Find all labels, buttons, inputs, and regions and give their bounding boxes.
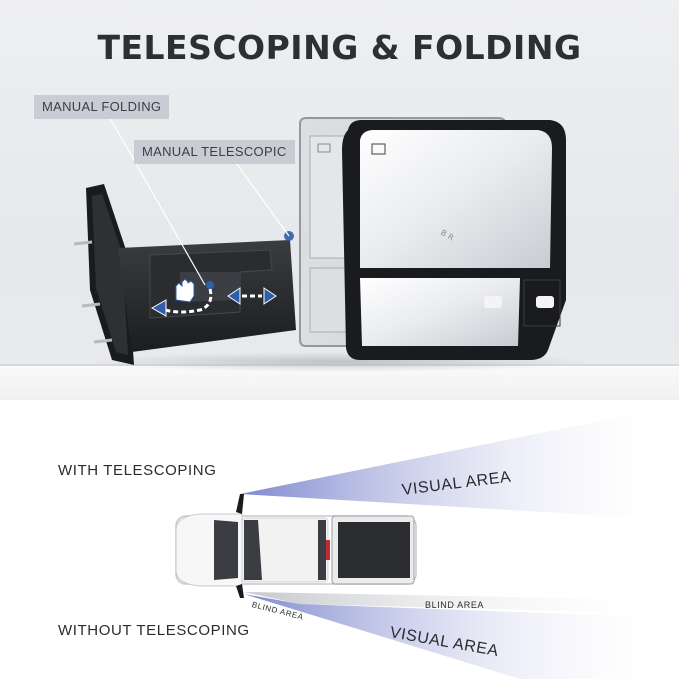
folding-leader-line — [109, 117, 206, 286]
main-mirror-glass — [360, 130, 552, 268]
manual-telescopic-tag: MANUAL TELESCOPIC — [134, 140, 295, 164]
manual-folding-tag: MANUAL FOLDING — [34, 95, 170, 119]
mirror-illustration: B R — [73, 117, 590, 372]
convex-mirror-glass — [360, 278, 520, 346]
mounting-plate — [73, 184, 134, 365]
chain-path — [164, 288, 213, 314]
arrow-left-icon — [150, 299, 167, 317]
pivot-dot — [206, 281, 214, 289]
side-light-left — [484, 296, 502, 308]
without-telescoping-label: WITHOUT TELESCOPING — [58, 622, 250, 639]
side-light-right — [536, 296, 554, 308]
blind-area-right-label: BLIND AREA — [425, 600, 485, 610]
folding-gesture — [150, 278, 277, 317]
heated-mirror-icon — [371, 143, 386, 155]
section-divider — [0, 400, 679, 403]
telescopic-leader-line — [235, 162, 290, 237]
hand-icon — [175, 278, 195, 303]
with-telescoping-label: WITH TELESCOPING — [58, 462, 217, 479]
arrow-left-small-icon — [227, 287, 241, 305]
mirror-head-extended[interactable]: B R — [342, 120, 566, 360]
arrow-right-icon — [263, 287, 277, 305]
page-title: TELESCOPING & FOLDING — [97, 28, 582, 67]
